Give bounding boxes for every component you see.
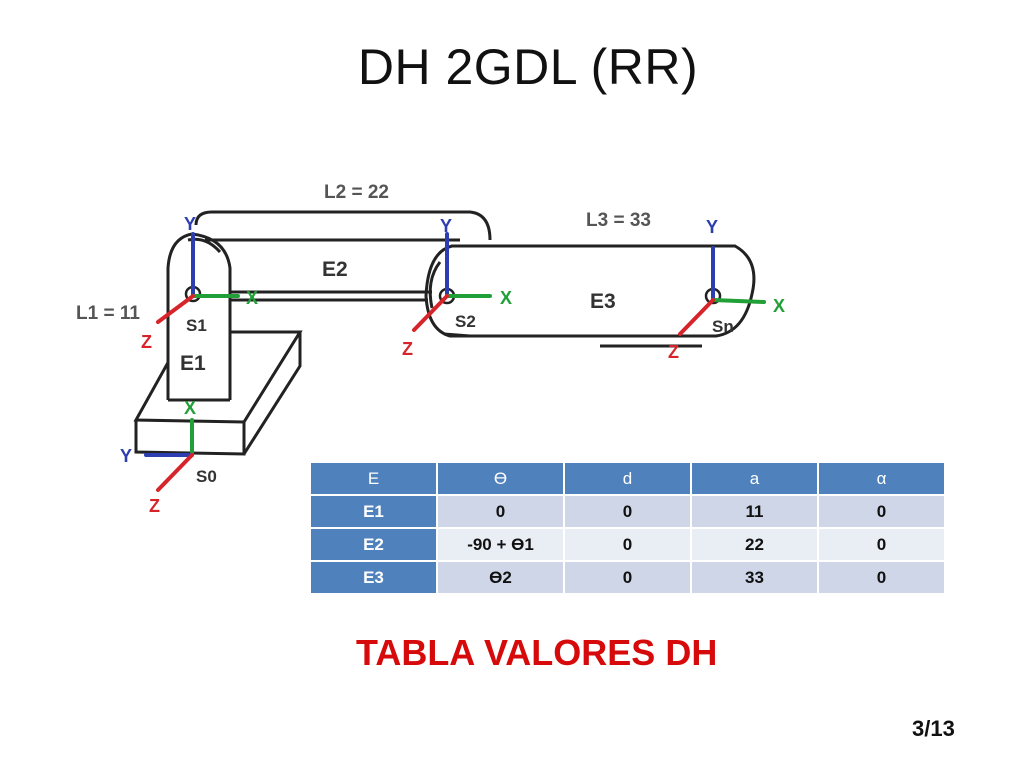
l3-label: L3 = 33 — [586, 210, 651, 231]
s1-y-label: Y — [184, 214, 196, 234]
header-e: E — [309, 461, 438, 496]
link-e2 — [194, 210, 492, 302]
s1-label: S1 — [186, 316, 207, 335]
cell-a: 22 — [690, 527, 819, 562]
cell-a: 33 — [690, 560, 819, 595]
frame-sn-axes — [678, 246, 766, 336]
frame-s0-axes — [144, 418, 194, 492]
s0-z-label: Z — [149, 496, 160, 516]
frame-s1-axes — [156, 232, 240, 324]
cell-d: 0 — [563, 494, 692, 529]
cell-d: 0 — [563, 527, 692, 562]
link-e3 — [424, 244, 756, 348]
table-row: E1 0 0 11 0 — [309, 494, 946, 529]
table-header-row: E Ɵ d a α — [309, 461, 946, 496]
e2-label: E2 — [322, 258, 348, 281]
cell-alpha: 0 — [817, 494, 946, 529]
dh-parameters-table: E Ɵ d a α E1 0 0 11 0 E2 -90 + Ɵ1 0 22 0… — [309, 461, 946, 595]
l2-label: L2 = 22 — [324, 182, 389, 203]
table-row: E3 Ɵ2 0 33 0 — [309, 560, 946, 595]
header-theta: Ɵ — [436, 461, 565, 496]
cell-theta: 0 — [436, 494, 565, 529]
s0-y-label: Y — [120, 446, 132, 466]
sn-y-label: Y — [706, 217, 718, 237]
sn-z-label: Z — [668, 342, 679, 362]
s2-label: S2 — [455, 312, 476, 331]
column-e1 — [166, 232, 232, 402]
s2-x-label: X — [500, 288, 512, 308]
s1-z-label: Z — [141, 332, 152, 352]
cell-d: 0 — [563, 560, 692, 595]
l1-label: L1 = 11 — [76, 303, 140, 324]
table-caption: TABLA VALORES DH — [356, 632, 718, 673]
frame-s2-axes — [412, 232, 492, 332]
header-alpha: α — [817, 461, 946, 496]
table-row: E2 -90 + Ɵ1 0 22 0 — [309, 527, 946, 562]
s1-x-label: X — [246, 288, 258, 308]
s2-z-label: Z — [402, 339, 413, 359]
page-number: 3/13 — [912, 716, 955, 741]
header-d: d — [563, 461, 692, 496]
row-label: E1 — [309, 494, 438, 529]
sn-x-label: X — [773, 296, 785, 316]
e3-label: E3 — [590, 290, 616, 313]
cell-a: 11 — [690, 494, 819, 529]
cell-theta: Ɵ2 — [436, 560, 565, 595]
row-label: E2 — [309, 527, 438, 562]
s0-label: S0 — [196, 467, 217, 486]
header-a: a — [690, 461, 819, 496]
row-label: E3 — [309, 560, 438, 595]
s2-y-label: Y — [440, 216, 452, 236]
cell-theta: -90 + Ɵ1 — [436, 527, 565, 562]
cell-alpha: 0 — [817, 560, 946, 595]
sn-label: Sn — [712, 317, 734, 336]
cell-alpha: 0 — [817, 527, 946, 562]
e1-label: E1 — [180, 352, 206, 375]
s0-x-label: X — [184, 398, 196, 418]
slide-title: DH 2GDL (RR) — [357, 39, 699, 95]
